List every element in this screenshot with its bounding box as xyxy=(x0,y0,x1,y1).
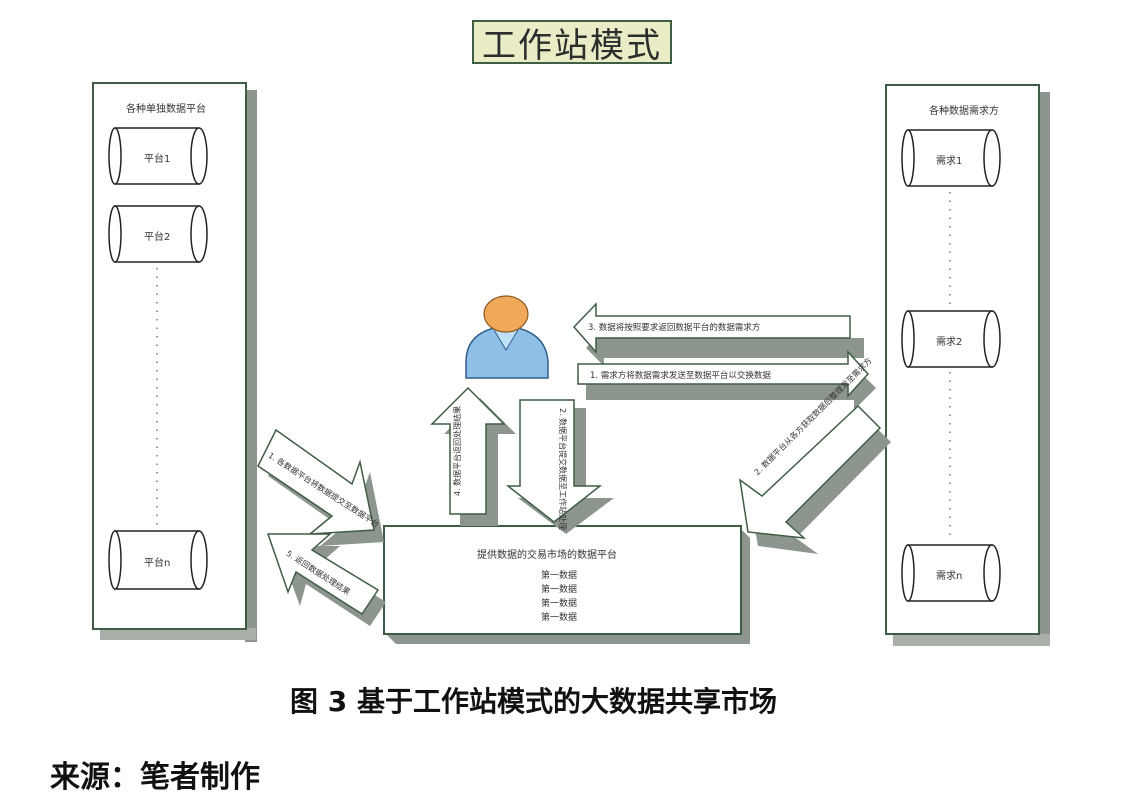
arrow-top-right-upper xyxy=(572,302,864,366)
right-panel-shadow-bottom xyxy=(893,634,1050,646)
center-box-item-1: 第一数据 xyxy=(541,571,578,581)
cylinder-right-2-label: 需求2 xyxy=(936,337,963,348)
arrow-top-right-upper-label: 3. 数据将按照要求返回数据平台的数据需求方 xyxy=(588,323,761,333)
cylinder-left-2 xyxy=(108,205,208,263)
arrow-top-right-lower xyxy=(577,350,876,410)
right-panel-shadow-right xyxy=(1038,92,1050,645)
center-box-item-4: 第一数据 xyxy=(541,613,578,623)
arrow-top-right-lower-label: 1. 需求方将数据需求发送至数据平台以交换数据 xyxy=(590,371,771,381)
cylinder-right-n xyxy=(901,544,1001,602)
figure-caption: 图 3 基于工作站模式的大数据共享市场 xyxy=(290,685,777,718)
cylinder-right-1-label: 需求1 xyxy=(936,156,963,167)
cylinder-left-n-label: 平台n xyxy=(144,558,171,569)
center-box-shape xyxy=(383,525,750,644)
center-box-item-2: 第一数据 xyxy=(541,585,578,595)
center-box-title: 提供数据的交易市场的数据平台 xyxy=(477,550,617,561)
left-panel-shadow-right xyxy=(245,90,257,642)
source-note: 来源：笔者制作 xyxy=(50,760,260,795)
cylinder-left-n xyxy=(108,530,208,590)
cylinder-right-1 xyxy=(901,129,1001,187)
arrow-left-upper xyxy=(257,428,384,546)
left-panel-shadow-bottom xyxy=(100,628,256,640)
arrow-center-down-label: 2. 数据平台提交数据至工作站处理 xyxy=(558,408,567,531)
cylinder-left-2-label: 平台2 xyxy=(144,232,171,243)
center-box-item-3: 第一数据 xyxy=(541,599,578,609)
arrow-center-up-label: 4. 数据平台返回处理结果 xyxy=(453,405,462,496)
arrow-right-diagonal xyxy=(738,404,891,554)
person-icon xyxy=(465,295,549,379)
cylinder-right-2 xyxy=(901,310,1001,368)
cylinder-left-1 xyxy=(108,127,208,185)
diagram-title: 工作站模式 xyxy=(472,20,672,66)
arrow-center-down xyxy=(505,399,614,534)
left-panel-title: 各种单独数据平台 xyxy=(126,104,206,115)
arrow-center-up xyxy=(430,386,516,526)
cylinder-left-1-label: 平台1 xyxy=(144,154,171,165)
right-panel-title: 各种数据需求方 xyxy=(929,106,999,117)
arrow-left-lower xyxy=(266,533,386,626)
cylinder-right-n-label: 需求n xyxy=(936,571,963,582)
